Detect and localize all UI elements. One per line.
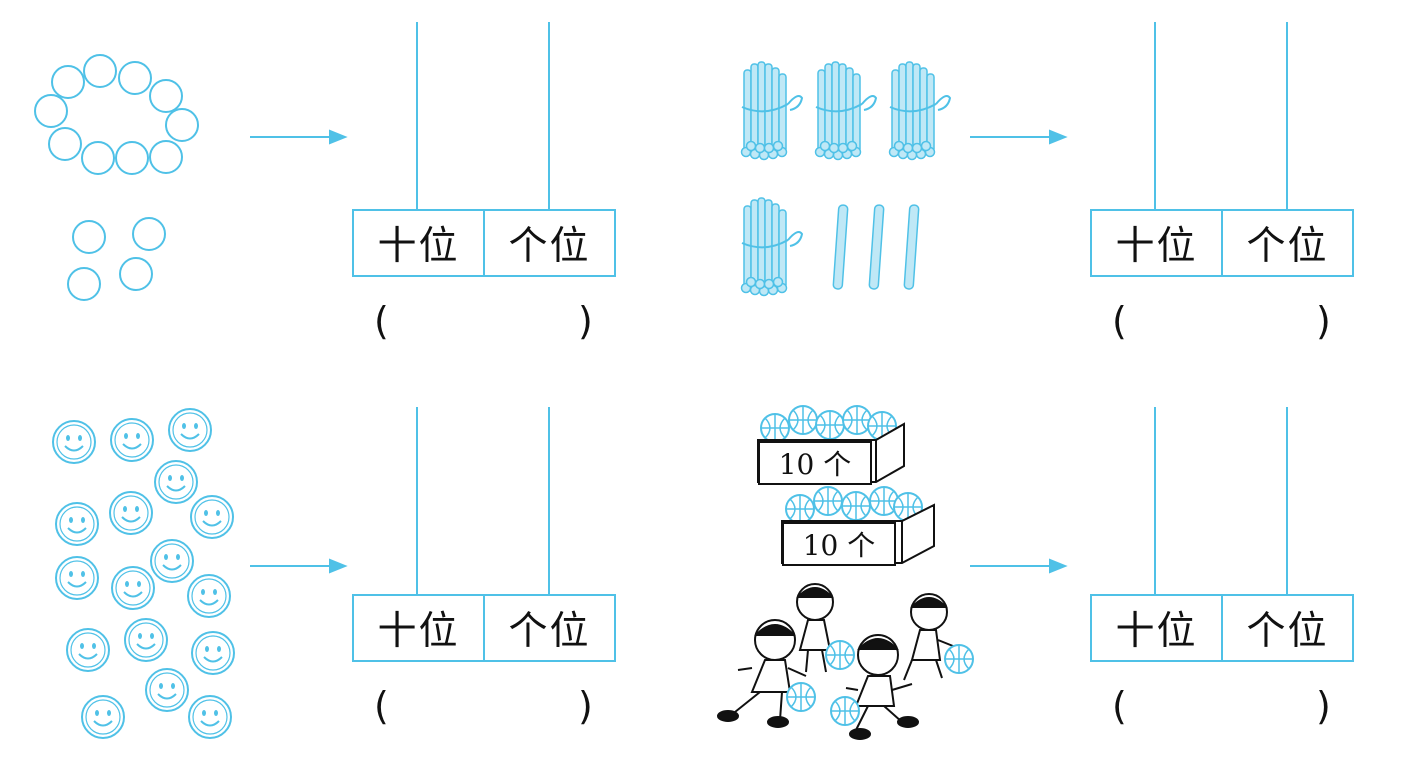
- ring-circle: [115, 141, 149, 175]
- stick-bundle: [888, 61, 951, 161]
- loose-stick: [868, 204, 885, 290]
- smiley-icon: [187, 574, 231, 618]
- ring-circle: [149, 79, 183, 113]
- place-value-chart-4: 十位 个位 ( ): [1090, 407, 1354, 725]
- loose-circle-group: [67, 217, 166, 301]
- smiley-icon: [55, 556, 99, 600]
- ones-label: 个位: [508, 609, 591, 654]
- ones-rod: [1286, 407, 1288, 595]
- smiley-icon: [55, 502, 99, 546]
- place-value-chart-3: 十位 个位 ( ): [352, 407, 616, 725]
- crate-balls: [785, 486, 923, 524]
- stick-bundle: [740, 197, 803, 297]
- smiley-icon: [66, 628, 110, 672]
- answer-paren-close: ): [578, 684, 593, 728]
- ones-label: 个位: [1246, 609, 1329, 654]
- ring-circle: [83, 54, 117, 88]
- ones-rod: [1286, 22, 1288, 210]
- loose-circle: [132, 217, 166, 251]
- ball-icon: [825, 640, 855, 670]
- ones-label: 个位: [1246, 224, 1329, 269]
- ring-circle: [48, 127, 82, 161]
- tens-label: 十位: [1092, 211, 1223, 275]
- ball-icon: [944, 644, 974, 674]
- place-value-chart-1: 十位 个位 ( ): [352, 22, 616, 340]
- answer-paren-open: (: [374, 684, 389, 728]
- smiley-icon: [190, 495, 234, 539]
- ball-icon: [760, 413, 790, 443]
- smiley-icon: [150, 539, 194, 583]
- ring-circle: [165, 108, 199, 142]
- circle-ring-group: [34, 54, 199, 175]
- place-value-table: 十位 个位: [352, 594, 616, 662]
- ring-circle: [51, 65, 85, 99]
- ones-label: 个位: [508, 224, 591, 269]
- smiley-icon: [154, 460, 198, 504]
- arrow-right-icon: [970, 129, 1068, 145]
- child-figure: [845, 634, 919, 740]
- tens-rod: [416, 22, 418, 210]
- ring-circle: [118, 61, 152, 95]
- ball-icon: [788, 405, 818, 435]
- arrow-right-icon: [970, 558, 1068, 574]
- arrow-right-icon: [250, 558, 348, 574]
- ball-icon: [842, 405, 872, 435]
- smiley-icon: [188, 695, 232, 739]
- loose-stick: [832, 204, 849, 290]
- ball-icon: [815, 410, 845, 440]
- ball-icon: [785, 494, 815, 524]
- ring-circle: [81, 141, 115, 175]
- place-value-table: 十位 个位: [1090, 209, 1354, 277]
- tens-rod: [1154, 22, 1156, 210]
- ring-circle: [34, 94, 68, 128]
- child-figure: [717, 619, 807, 728]
- answer-paren-close: ): [1316, 684, 1331, 728]
- loose-stick: [903, 204, 920, 290]
- children-playing-illustration: [717, 583, 959, 740]
- smiley-icon: [191, 631, 235, 675]
- loose-circle: [72, 220, 106, 254]
- ones-rod: [548, 22, 550, 210]
- smiley-icon: [111, 566, 155, 610]
- answer-paren-close: ): [578, 299, 593, 343]
- crate-label: 10 个: [758, 441, 872, 485]
- place-value-chart-2: 十位 个位 ( ): [1090, 22, 1354, 340]
- answer-paren-open: (: [1112, 299, 1127, 343]
- smiley-icon: [124, 618, 168, 662]
- arrow-right-icon: [250, 129, 348, 145]
- crate-label: 10 个: [782, 522, 896, 566]
- loose-circle: [67, 267, 101, 301]
- ones-rod: [548, 407, 550, 595]
- tens-label: 十位: [1092, 596, 1223, 660]
- ball-icon: [786, 682, 816, 712]
- tens-rod: [416, 407, 418, 595]
- ball-icon: [830, 696, 860, 726]
- tens-rod: [1154, 407, 1156, 595]
- answer-paren-open: (: [1112, 684, 1127, 728]
- stick-bundle: [740, 61, 803, 161]
- smiley-icon: [81, 695, 125, 739]
- smiley-icon: [52, 420, 96, 464]
- place-value-table: 十位 个位: [352, 209, 616, 277]
- place-value-table: 十位 个位: [1090, 594, 1354, 662]
- ball-icon: [841, 491, 871, 521]
- smiley-icon: [109, 491, 153, 535]
- smiley-icon: [168, 408, 212, 452]
- ball-icon: [813, 486, 843, 516]
- tens-label: 十位: [354, 211, 485, 275]
- smiley-icon: [145, 668, 189, 712]
- smiley-group: [52, 408, 235, 739]
- loose-circle: [119, 257, 153, 291]
- stick-bundle: [814, 61, 877, 161]
- ring-circle: [149, 140, 183, 174]
- child-figure: [903, 593, 959, 681]
- crate-balls: [760, 405, 897, 443]
- tens-label: 十位: [354, 596, 485, 660]
- loose-stick-group: [832, 204, 920, 290]
- answer-paren-open: (: [374, 299, 389, 343]
- child-figure: [796, 583, 834, 673]
- smiley-icon: [110, 418, 154, 462]
- stick-bundle-group: [740, 61, 951, 297]
- answer-paren-close: ): [1316, 299, 1331, 343]
